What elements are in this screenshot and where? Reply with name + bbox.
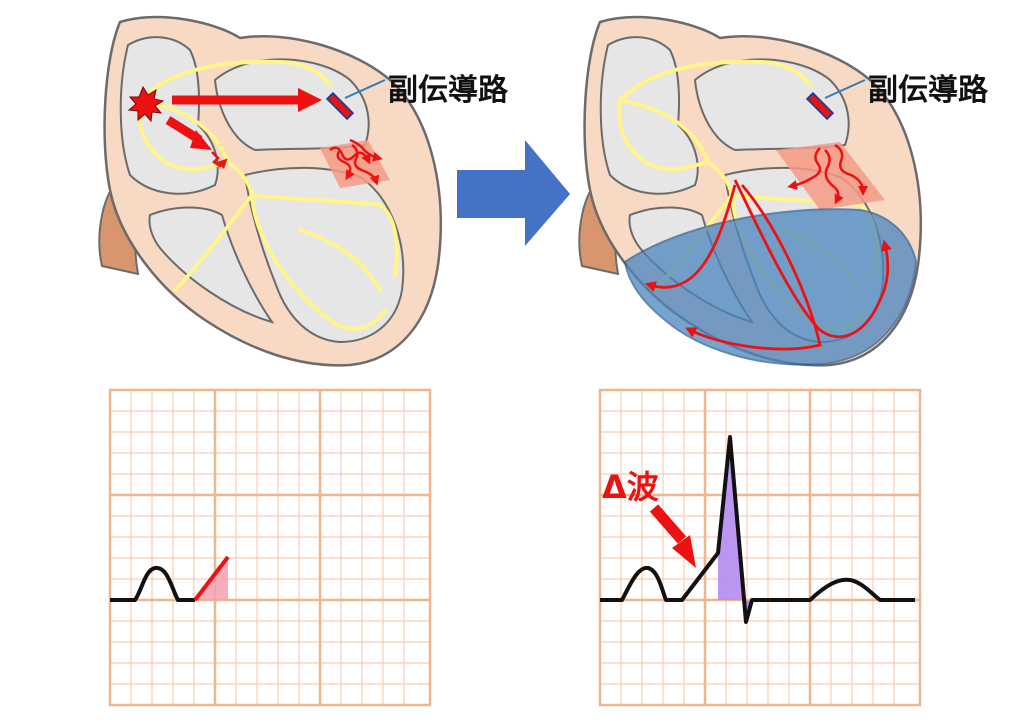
ecg-trace-left [110,566,195,602]
accessory-pathway-label-left: 副伝導路 [388,73,509,108]
delta-wave-arrow [649,504,687,544]
accessory-pathway-label-right: 副伝導路 [868,73,989,108]
right-ecg-panel: Δ波 [598,388,922,707]
ecg-trace-right [600,435,915,624]
right-heart: 副伝導路 [577,15,989,368]
right-arrow-icon [457,140,570,246]
delta-wave-label: Δ波 [602,468,659,506]
explosion-icon [127,85,165,123]
left-heart: 副伝導路 [97,15,509,368]
delta-fill-right [718,437,745,600]
left-ecg-panel [108,388,432,707]
